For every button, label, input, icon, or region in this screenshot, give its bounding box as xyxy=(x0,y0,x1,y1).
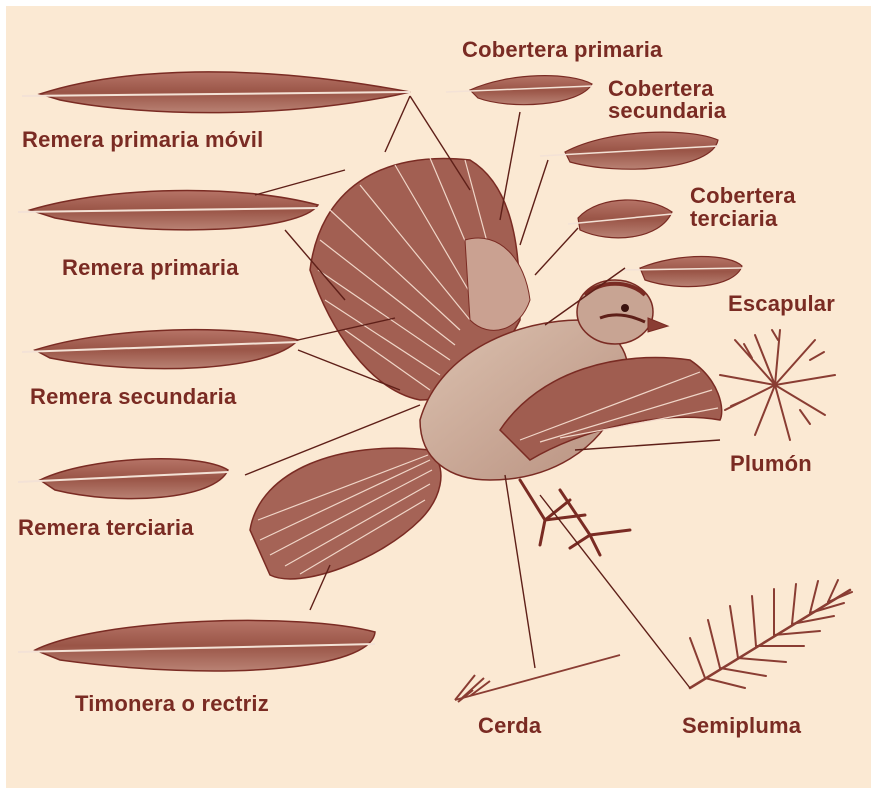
bristle-cerda-icon xyxy=(455,655,620,702)
feather-escapular-icon xyxy=(624,257,742,287)
down-feather-plumon-icon xyxy=(720,330,835,440)
label-remera-primaria: Remera primaria xyxy=(62,256,239,280)
label-plumon: Plumón xyxy=(730,452,812,476)
feather-cobertera-secundaria-icon xyxy=(540,132,718,169)
feather-remera-secundaria-icon xyxy=(22,330,298,369)
feather-remera-primaria-icon xyxy=(18,191,318,230)
label-remera-primaria-movil: Remera primaria móvil xyxy=(22,128,263,152)
feather-cobertera-primaria-icon xyxy=(446,76,592,105)
label-remera-terciaria: Remera terciaria xyxy=(18,516,194,540)
label-cobertera-secundaria: Cobertera secundaria xyxy=(608,78,726,122)
label-remera-secundaria: Remera secundaria xyxy=(30,385,236,409)
label-semipluma: Semipluma xyxy=(682,714,801,738)
feather-remera-primaria-movil-icon xyxy=(22,72,410,113)
label-timonera: Timonera o rectriz xyxy=(75,692,269,716)
label-cobertera-primaria: Cobertera primaria xyxy=(462,38,662,62)
feather-timonera-icon xyxy=(18,620,375,671)
label-escapular: Escapular xyxy=(728,292,835,316)
semipluma-icon xyxy=(690,580,852,688)
feather-cobertera-terciaria-icon xyxy=(568,200,672,238)
label-cobertera-terciaria: Cobertera terciaria xyxy=(690,184,796,230)
label-cerda: Cerda xyxy=(478,714,541,738)
feather-remera-terciaria-icon xyxy=(18,459,228,499)
